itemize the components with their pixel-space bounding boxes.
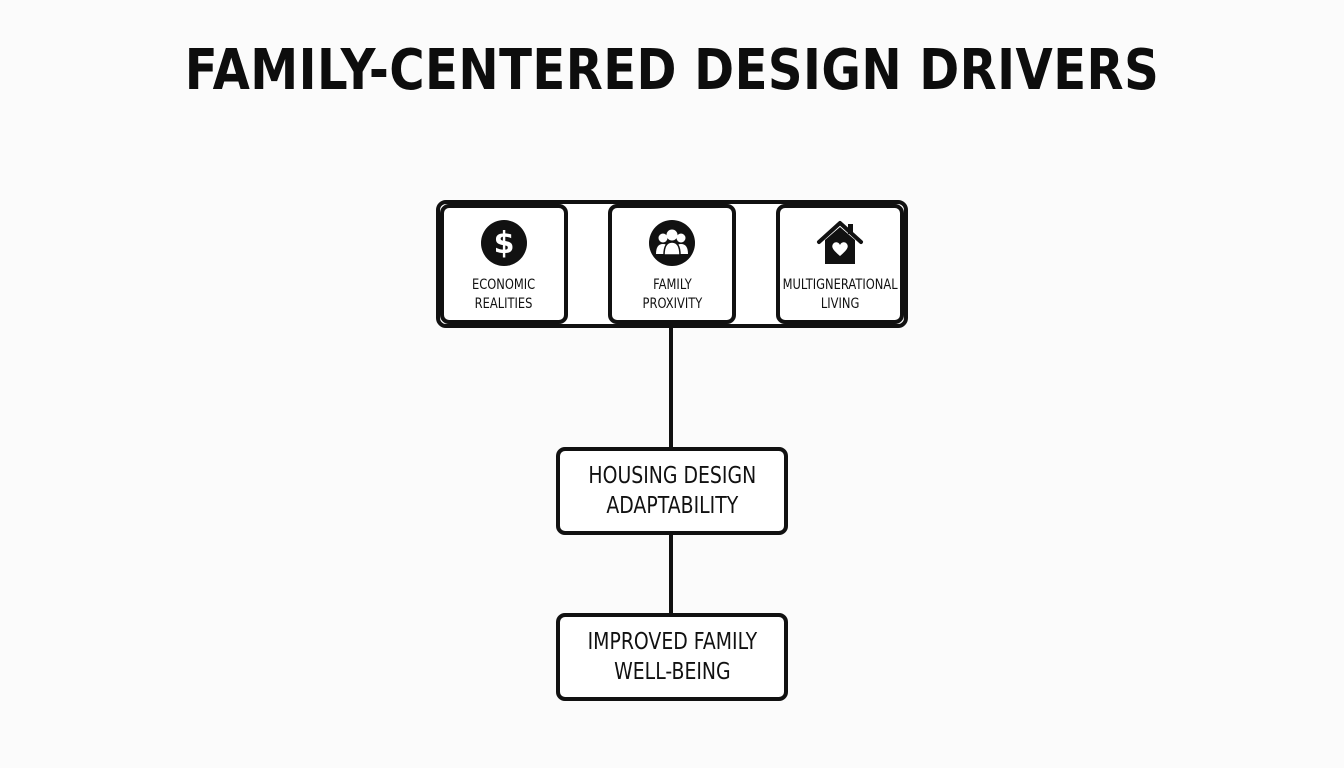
driver-label: MULTIGNERATIONAL LIVING	[782, 277, 898, 312]
housing-design-adaptability-box: HOUSING DESIGN ADAPTABILITY	[556, 447, 788, 535]
driver-label: FAMILY PROXIVITY	[642, 277, 702, 312]
family-group-icon	[649, 220, 695, 266]
svg-text:$: $	[494, 226, 515, 261]
driver-multigenerational-living: MULTIGNERATIONAL LIVING	[776, 204, 904, 324]
diagram-title: FAMILY-CENTERED DESIGN DRIVERS	[184, 38, 1160, 103]
house-heart-icon	[817, 221, 863, 264]
dollar-icon: $	[481, 220, 527, 266]
driver-label: ECONOMIC REALITIES	[472, 277, 536, 312]
improved-family-well-being-box: IMPROVED FAMILY WELL-BEING	[556, 613, 788, 701]
connector-line	[669, 324, 673, 449]
connector-line	[669, 533, 673, 615]
stage-label: HOUSING DESIGN ADAPTABILITY	[588, 463, 756, 519]
driver-family-proximity: FAMILY PROXIVITY	[608, 204, 736, 324]
stage-label: IMPROVED FAMILY WELL-BEING	[587, 629, 757, 685]
driver-economic-realities: $ ECONOMIC REALITIES	[440, 204, 568, 324]
